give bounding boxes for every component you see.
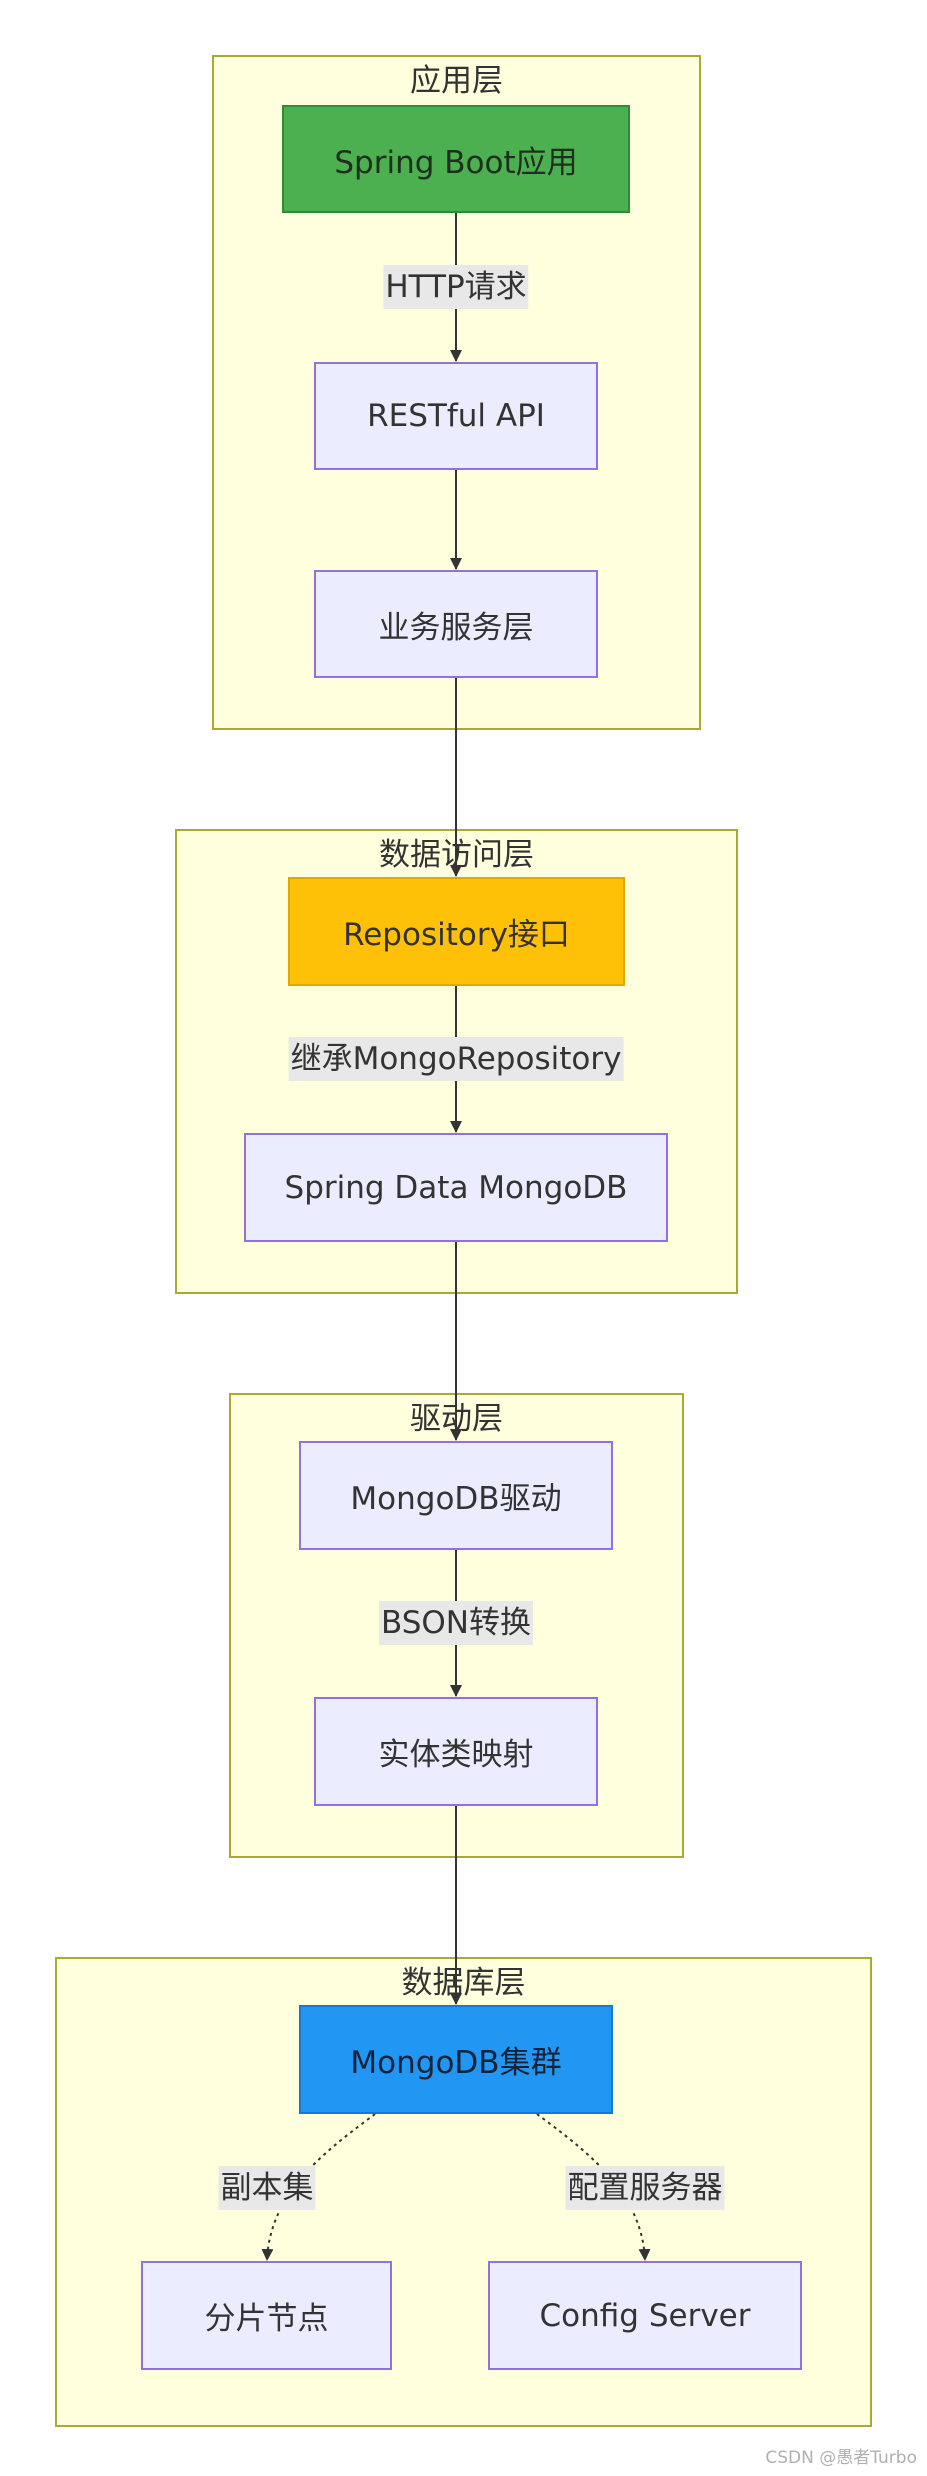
- node-business-service-layer[interactable]: 业务服务层: [314, 570, 598, 678]
- edge-label-http-request: HTTP请求: [383, 265, 529, 309]
- node-shard[interactable]: 分片节点: [141, 2261, 392, 2370]
- edge-label-bson-conversion: BSON转换: [379, 1601, 533, 1645]
- edge-label-config-server: 配置服务器: [565, 2166, 725, 2210]
- node-repository-interface[interactable]: Repository接口: [288, 877, 625, 986]
- cluster-database-layer-title: 数据库层: [401, 1965, 526, 2001]
- node-spring-data-mongodb[interactable]: Spring Data MongoDB: [244, 1133, 668, 1242]
- node-restful-api[interactable]: RESTful API: [314, 362, 598, 470]
- cluster-app-layer-title: 应用层: [410, 63, 503, 99]
- watermark: CSDN @愚者Turbo: [765, 2448, 917, 2468]
- cluster-driver-layer-title: 驱动层: [410, 1401, 503, 1437]
- node-mongodb-driver[interactable]: MongoDB驱动: [299, 1441, 613, 1550]
- node-entity-mapping[interactable]: 实体类映射: [314, 1697, 598, 1806]
- node-mongodb-cluster[interactable]: MongoDB集群: [299, 2005, 613, 2114]
- node-config-server[interactable]: Config Server: [488, 2261, 802, 2370]
- node-spring-boot-app[interactable]: Spring Boot应用: [282, 105, 630, 213]
- edge-label-inherit-mongo-repository: 继承MongoRepository: [288, 1037, 624, 1081]
- cluster-data-access-layer-title: 数据访问层: [379, 837, 534, 873]
- edge-label-replica-set: 副本集: [218, 2166, 316, 2210]
